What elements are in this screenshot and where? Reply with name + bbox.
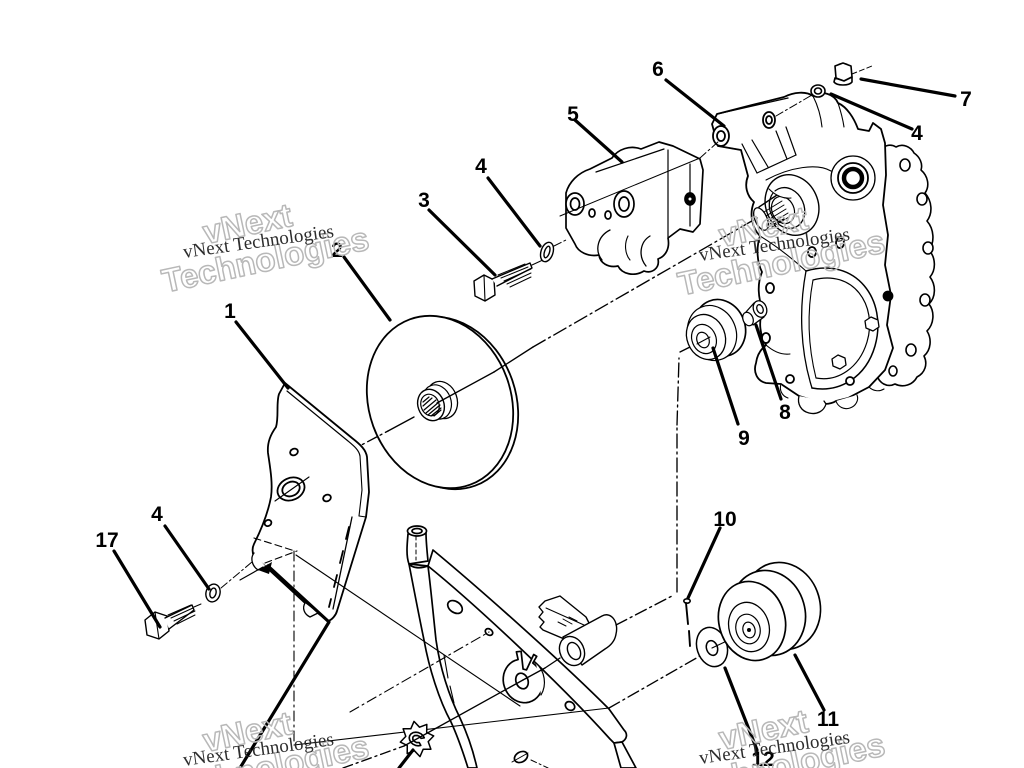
- svg-text:4: 4: [475, 155, 487, 178]
- svg-text:7: 7: [960, 88, 972, 111]
- svg-text:5: 5: [567, 103, 579, 126]
- svg-text:9: 9: [738, 427, 750, 450]
- svg-text:4: 4: [151, 503, 163, 526]
- svg-text:3: 3: [418, 189, 430, 212]
- svg-text:12: 12: [751, 748, 774, 768]
- svg-text:8: 8: [779, 401, 791, 424]
- svg-text:6: 6: [652, 58, 664, 81]
- svg-text:11: 11: [817, 708, 840, 731]
- svg-text:2: 2: [331, 239, 343, 262]
- svg-text:1: 1: [224, 300, 236, 323]
- svg-text:4: 4: [911, 122, 923, 145]
- svg-text:17: 17: [95, 529, 118, 552]
- svg-text:10: 10: [713, 508, 736, 531]
